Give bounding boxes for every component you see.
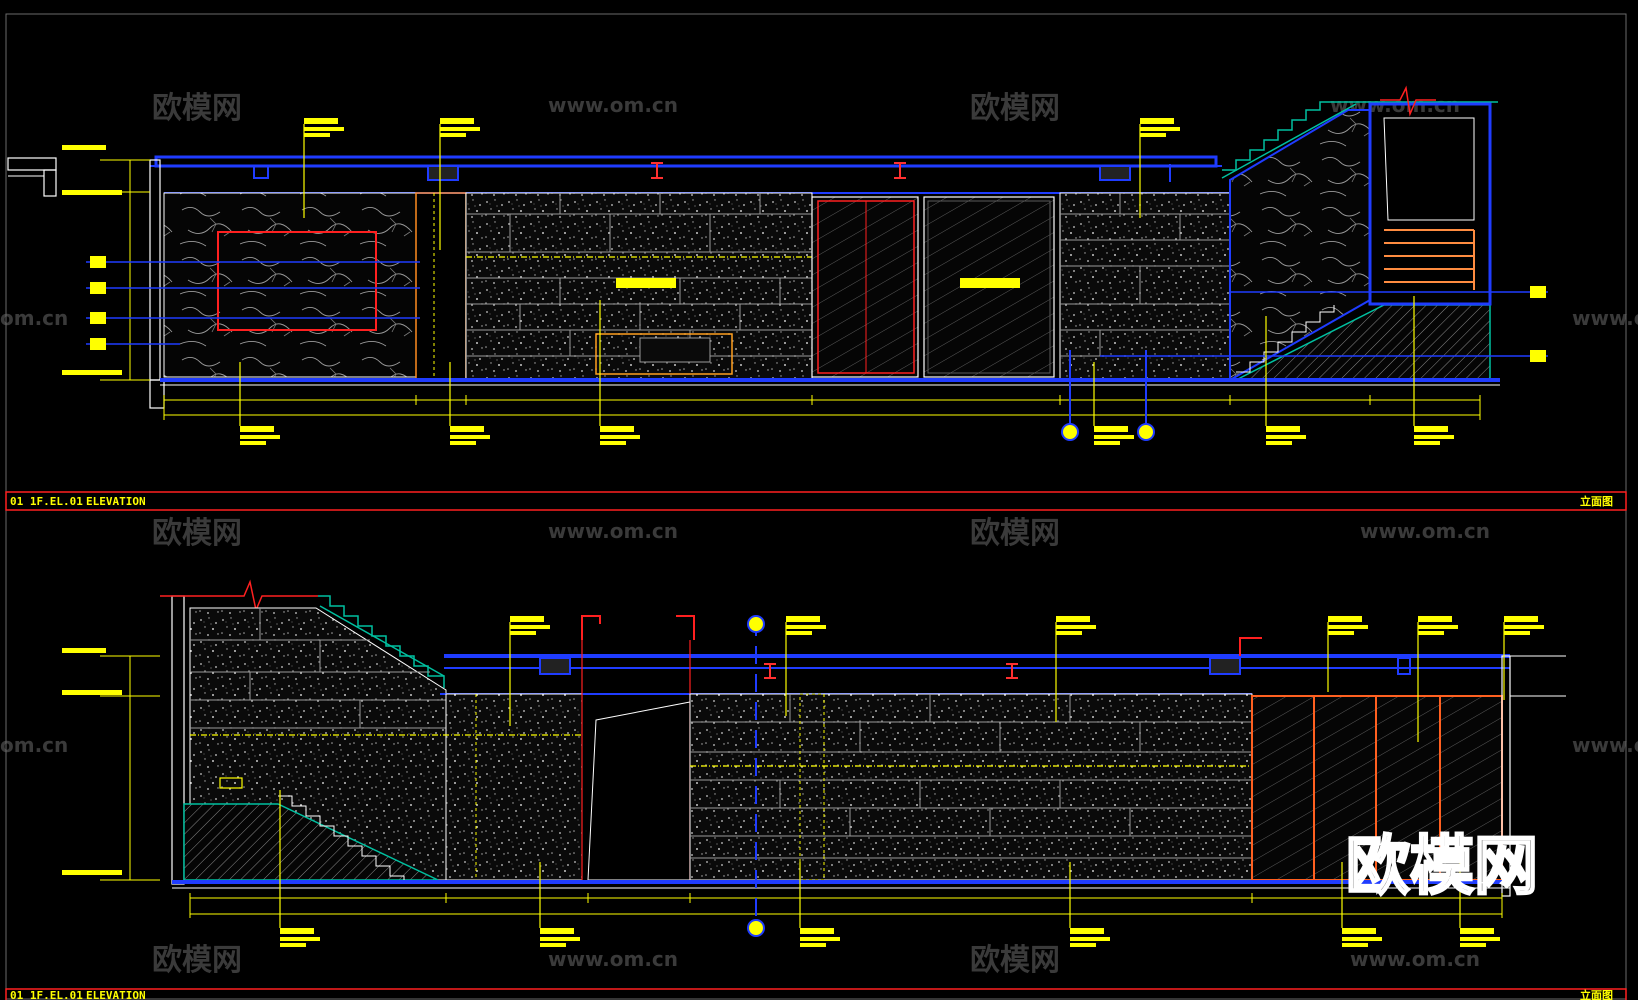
- watermark-cn: 欧模网: [970, 516, 1060, 551]
- watermark-url-partial: www.o: [1572, 733, 1638, 757]
- drawing-title-cn: 立面图: [1580, 988, 1613, 1000]
- watermark-cn: 欧模网: [970, 943, 1060, 978]
- drawing-subtitle: ELEVATION: [86, 495, 146, 508]
- watermark-cn: 欧模网: [152, 516, 242, 551]
- watermark-cn: 欧模网: [152, 943, 242, 978]
- watermark-url: www.om.cn: [1360, 519, 1490, 543]
- watermark-layer: 欧模网 www.om.cn 欧模网 www.om.cn om.cn www.o …: [0, 91, 1638, 978]
- drawing-subtitle: ELEVATION: [86, 989, 146, 1000]
- title-bar-1: 01 1F.EL.01 ELEVATION 立面图: [5, 491, 1627, 511]
- elevation-top: [7, 85, 1548, 445]
- watermark-url: www.om.cn: [548, 947, 678, 971]
- watermark-url: www.om.cn: [548, 93, 678, 117]
- title-bar-2: 01 1F.EL.01 ELEVATION 立面图: [5, 988, 1627, 1000]
- watermark-url: www.om.cn: [548, 519, 678, 543]
- drawing-title-cn: 立面图: [1580, 494, 1613, 508]
- watermark-cn: 欧模网: [970, 91, 1060, 126]
- drawing-number: 01 1F.EL.01: [10, 989, 83, 1000]
- watermark-url-partial: om.cn: [0, 306, 68, 330]
- watermark-url: www.om.cn: [1350, 947, 1480, 971]
- watermark-url-partial: om.cn: [0, 733, 68, 757]
- elevation-bottom: 欧模网: [62, 579, 1566, 947]
- drawing-number: 01 1F.EL.01: [10, 495, 83, 508]
- watermark-cn: 欧模网: [152, 91, 242, 126]
- logo-watermark: 欧模网: [1346, 830, 1538, 904]
- watermark-url-partial: www.o: [1572, 306, 1638, 330]
